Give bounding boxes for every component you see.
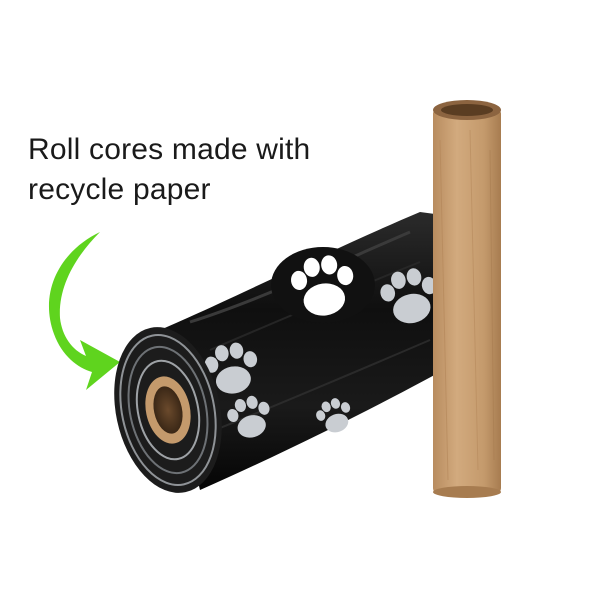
caption-line-1: Roll cores made with (28, 133, 311, 166)
curved-arrow-icon (48, 232, 120, 390)
paper-core (433, 100, 501, 498)
caption-line-2: recycle paper (28, 173, 211, 206)
paw-badge (271, 247, 375, 323)
roll-end (114, 327, 222, 493)
caption: Roll cores made with recycle paper (28, 130, 358, 210)
bag-roll (114, 212, 456, 493)
